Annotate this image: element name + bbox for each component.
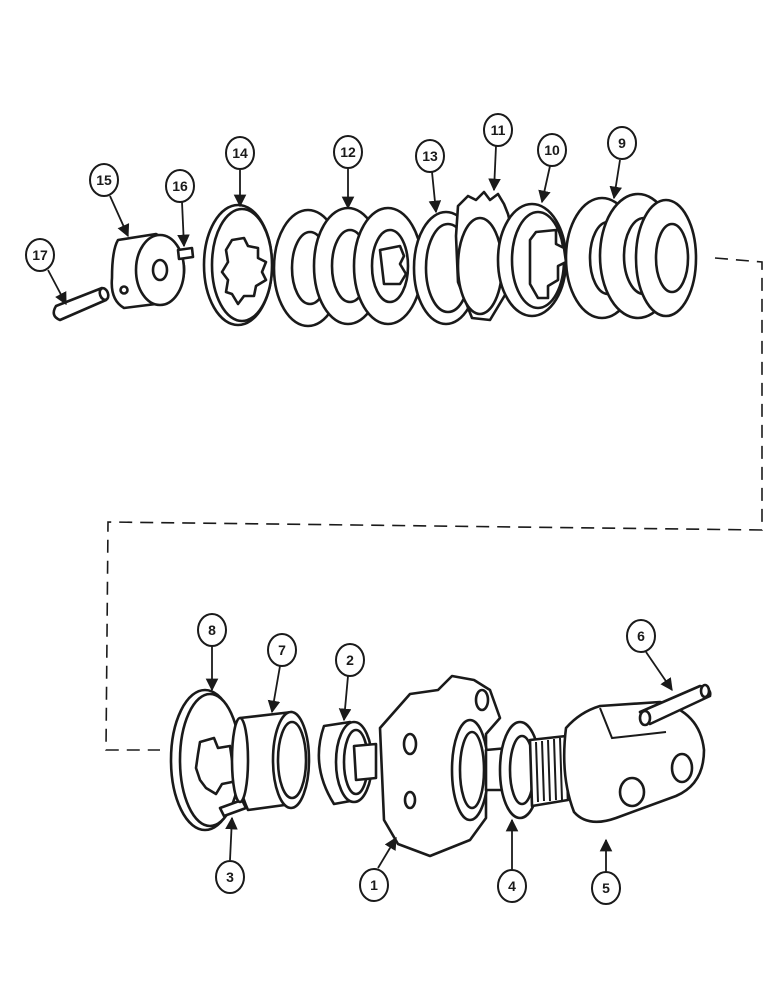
callout-5-label: 5	[602, 880, 610, 896]
part-1-housing	[352, 674, 510, 858]
callout-17-label: 17	[32, 247, 48, 263]
callout-11: 11	[483, 113, 513, 147]
callout-5: 5	[591, 871, 621, 905]
callout-15-label: 15	[96, 172, 112, 188]
assembly-connection-line	[105, 257, 763, 751]
callout-8-label: 8	[208, 622, 216, 638]
callout-4: 4	[497, 869, 527, 903]
callout-1: 1	[359, 868, 389, 902]
part-11-toothed-cam	[454, 190, 514, 322]
callout-8: 8	[197, 613, 227, 647]
callout-9-label: 9	[618, 135, 626, 151]
callout-10: 10	[537, 133, 567, 167]
callout-7: 7	[267, 633, 297, 667]
part-16-set-screw	[176, 246, 195, 261]
callout-6: 6	[626, 619, 656, 653]
callout-14-label: 14	[232, 145, 248, 161]
callout-9: 9	[607, 126, 637, 160]
part-7-bushing	[230, 710, 311, 812]
callout-16-label: 16	[172, 178, 188, 194]
callout-15: 15	[89, 163, 119, 197]
part-6-clevis-pin	[638, 683, 712, 727]
callout-2-label: 2	[346, 652, 354, 668]
part-5-clevis	[562, 700, 706, 824]
part-14-splined-disc	[202, 203, 274, 327]
callout-12: 12	[333, 135, 363, 169]
part-10-dog-clutch	[496, 202, 568, 318]
callout-6-label: 6	[637, 628, 645, 644]
callout-3: 3	[215, 860, 245, 894]
part-12-washer-stack	[272, 206, 424, 328]
callout-12-label: 12	[340, 144, 356, 160]
callout-4-label: 4	[508, 878, 516, 894]
callout-1-label: 1	[370, 877, 378, 893]
callout-10-label: 10	[544, 142, 560, 158]
callout-17: 17	[25, 238, 55, 272]
callout-16: 16	[165, 169, 195, 203]
part-9-spring-washers	[564, 192, 698, 320]
part-17-pin	[52, 286, 110, 322]
callout-13: 13	[415, 139, 445, 173]
callout-2: 2	[335, 643, 365, 677]
callout-3-label: 3	[226, 869, 234, 885]
callout-14: 14	[225, 136, 255, 170]
leader-lines	[47, 145, 673, 872]
callout-11-label: 11	[491, 122, 506, 138]
part-8-splined-flange	[169, 688, 244, 832]
callout-7-label: 7	[278, 642, 286, 658]
callout-13-label: 13	[422, 148, 438, 164]
part-15-collar	[110, 232, 186, 310]
threaded-shaft	[528, 734, 570, 808]
